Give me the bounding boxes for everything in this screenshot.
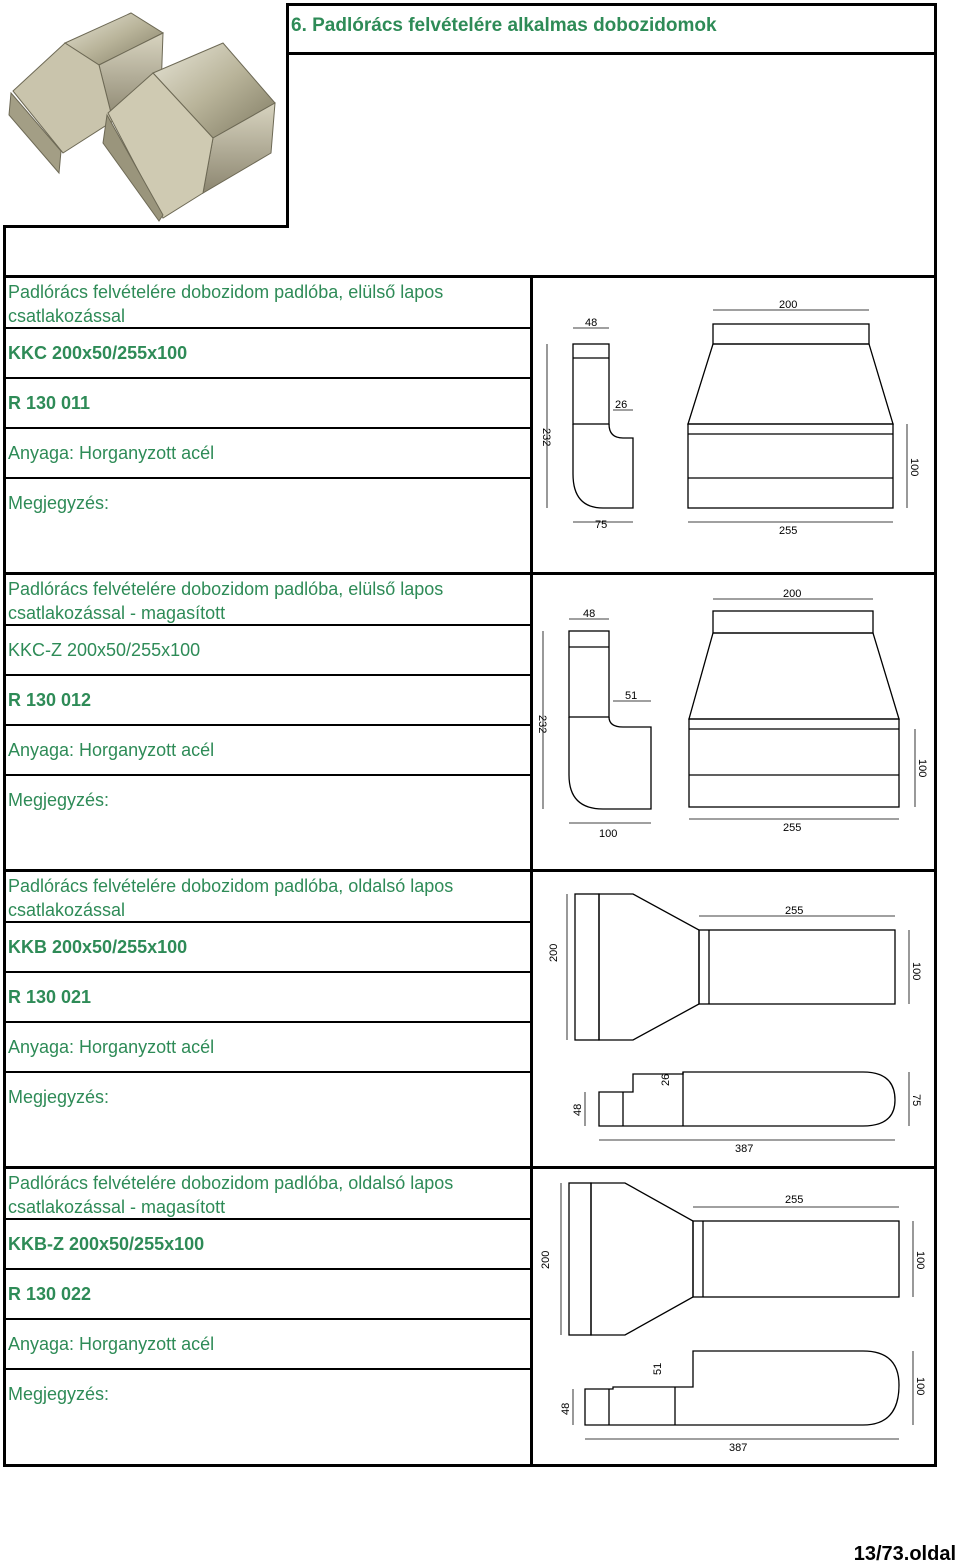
dim-label: 387 (729, 1442, 747, 1454)
dim-label: 48 (585, 317, 597, 329)
dim-label: 48 (583, 608, 595, 620)
article-number: R 130 022 (3, 1270, 530, 1320)
dim-label: 232 (536, 715, 548, 733)
product-code: KKB 200x50/255x100 (3, 923, 530, 973)
material: Anyaga: Horganyzott acél (3, 429, 530, 479)
product-block-kkc-z: Padlórács felvételére dobozidom padlóba,… (3, 572, 937, 871)
dim-label: 51 (652, 1363, 664, 1375)
dim-label: 26 (615, 399, 627, 411)
product-description: Padlórács felvételére dobozidom padlóba,… (3, 872, 530, 923)
dim-label: 48 (572, 1104, 584, 1116)
dim-label: 200 (548, 944, 560, 962)
product-description: Padlórács felvételére dobozidom padlóba,… (3, 575, 530, 626)
note: Megjegyzés: (8, 1384, 110, 1404)
technical-drawing: 48 51 232 100 200 255 100 (530, 575, 937, 871)
dim-label: 100 (599, 828, 617, 840)
note: Megjegyzés: (8, 493, 110, 513)
drawing-kkb: 255 200 100 26 48 75 387 (548, 893, 922, 1155)
technical-drawing: 255 200 100 26 48 75 387 (530, 872, 937, 1168)
material: Anyaga: Horganyzott acél (3, 1023, 530, 1073)
dim-label: 100 (914, 1377, 926, 1395)
drawing-kkc: 48 26 232 75 200 255 100 (540, 299, 920, 537)
product-code: KKB-Z 200x50/255x100 (3, 1220, 530, 1270)
dim-label: 100 (908, 458, 920, 476)
dim-label: 75 (910, 1094, 922, 1106)
material: Anyaga: Horganyzott acél (3, 726, 530, 776)
page-title: 6. Padlórács felvételére alkalmas dobozi… (287, 3, 937, 55)
drawing-kkc-z: 48 51 232 100 200 255 100 (536, 588, 928, 840)
product-description: Padlórács felvételére dobozidom padlóba,… (3, 278, 530, 329)
page-number: 13/73.oldal (853, 1543, 956, 1565)
product-block-kkb: Padlórács felvételére dobozidom padlóba,… (3, 869, 937, 1168)
drawing-kkb-z: 255 200 100 51 48 100 387 (540, 1182, 926, 1454)
product-photo (3, 3, 289, 228)
article-number: R 130 012 (3, 676, 530, 726)
dim-label: 51 (625, 690, 637, 702)
dim-label: 26 (660, 1074, 672, 1086)
product-description: Padlórács felvételére dobozidom padlóba,… (3, 1169, 530, 1220)
product-block-kkb-z: Padlórács felvételére dobozidom padlóba,… (3, 1166, 937, 1467)
dim-label: 200 (540, 1251, 552, 1269)
technical-drawing: 255 200 100 51 48 100 387 (530, 1169, 937, 1467)
dim-label: 200 (783, 588, 801, 600)
dim-label: 255 (785, 905, 803, 917)
dim-label: 387 (735, 1143, 753, 1155)
article-number: R 130 011 (3, 379, 530, 429)
dim-label: 75 (595, 519, 607, 531)
dim-label: 255 (783, 822, 801, 834)
article-number: R 130 021 (3, 973, 530, 1023)
product-code: KKC 200x50/255x100 (3, 329, 530, 379)
dim-label: 200 (779, 299, 797, 311)
technical-drawing: 48 26 232 75 200 255 100 (530, 278, 937, 574)
dim-label: 100 (910, 962, 922, 980)
page-frame (3, 3, 937, 1467)
product-block-kkc: Padlórács felvételére dobozidom padlóba,… (3, 275, 937, 574)
dim-label: 100 (916, 759, 928, 777)
dim-label: 232 (540, 428, 552, 446)
dim-label: 255 (785, 1194, 803, 1206)
duct-fittings-photo (8, 12, 276, 222)
dim-label: 255 (779, 525, 797, 537)
dim-label: 100 (914, 1251, 926, 1269)
material: Anyaga: Horganyzott acél (3, 1320, 530, 1370)
note: Megjegyzés: (8, 1087, 110, 1107)
note: Megjegyzés: (8, 790, 110, 810)
dim-label: 48 (560, 1403, 572, 1415)
product-code: KKC-Z 200x50/255x100 (3, 626, 530, 676)
